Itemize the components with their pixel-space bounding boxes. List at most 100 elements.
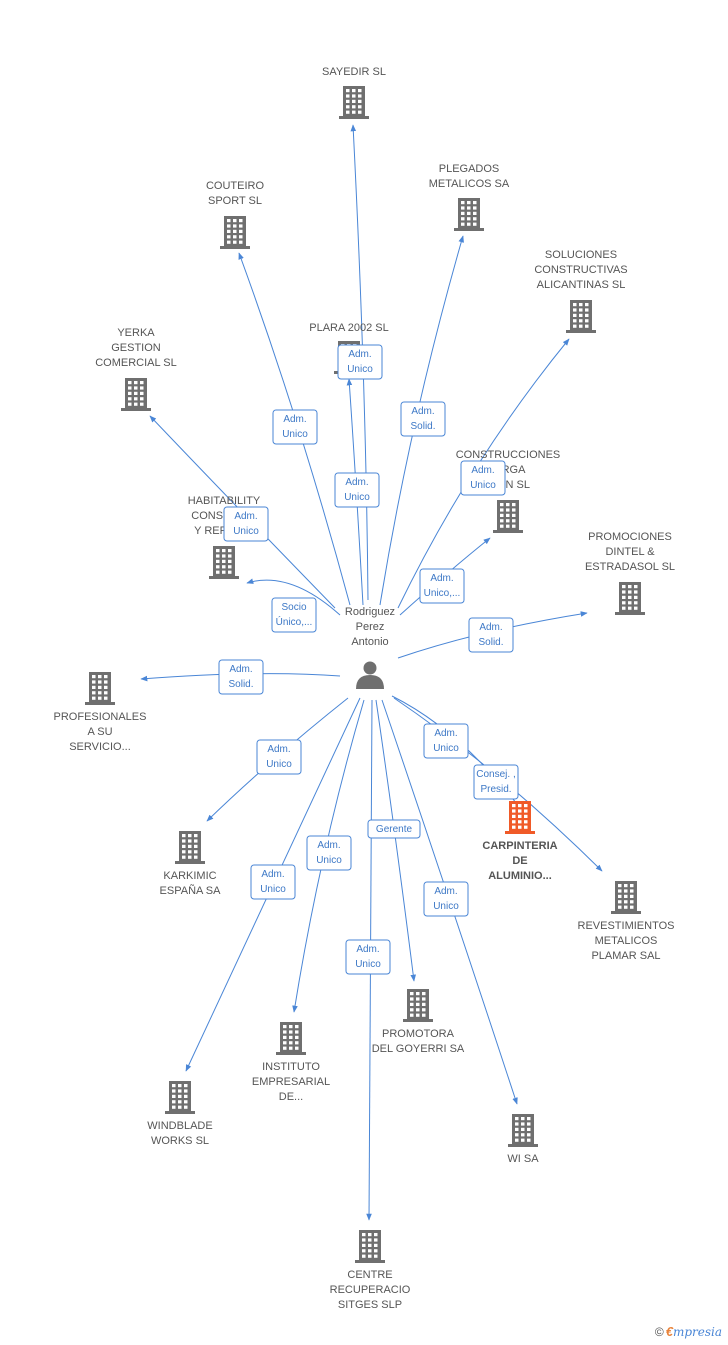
relation-badge-line: Gerente [376,824,413,835]
relation-badge-carpinteria[interactable]: Adm.Unico [423,723,469,759]
relation-badge-line: Adm. [411,406,434,417]
building-icon-karkimic[interactable] [175,831,205,864]
company-label-karkimic-line: KARKIMIC [163,870,216,882]
building-icon-soluciones[interactable] [566,300,596,333]
building-icon-construcciones[interactable] [493,500,523,533]
relation-badge-line: Socio [281,602,306,613]
company-label-centre-line: RECUPERACIO [330,1284,411,1296]
company-label-plegados-line: METALICOS SA [429,178,510,190]
relation-badge-line: Unico,... [424,588,461,599]
company-label-promociones-line: ESTRADASOL SL [585,561,675,573]
company-label-soluciones: SOLUCIONES CONSTRUCTIVAS ALICANTINAS SL [534,249,627,291]
relation-badge-line: Adm. [434,886,457,897]
relation-badge-text: Adm.Unico [266,744,292,770]
relation-badge-plara[interactable]: Adm.Unico [334,472,380,508]
relation-badge-text: Adm.Unico [433,886,459,912]
relation-badge-plegados[interactable]: Adm.Solid. [400,401,446,437]
brand-name: mpresia [672,1325,722,1339]
relation-badge-text: Adm.Solid. [410,406,435,432]
edge-yerka [149,415,336,609]
center-person-label-line: Rodriguez [345,606,395,618]
relation-badge-text: Adm.Unico [282,414,308,440]
building-icon-plegados[interactable] [454,198,484,231]
company-label-soluciones-line: CONSTRUCTIVAS [534,264,627,276]
relation-badge-text: Adm.Unico [470,465,496,491]
relation-badge-line: Unico [233,526,259,537]
building-icon-habitability[interactable] [209,546,239,579]
edge-habitability [246,578,341,616]
relation-badge-soluciones[interactable]: Adm.Unico [460,460,506,496]
relation-badge-karkimic[interactable]: Adm.Unico [256,739,302,775]
company-label-revestimientos-line: PLAMAR SAL [591,950,660,962]
building-icon-profesionales[interactable] [85,672,115,705]
relation-badge-line: Adm. [234,511,257,522]
relation-badge-couteiro[interactable]: Adm.Unico [272,409,318,445]
building-icon-promociones[interactable] [615,582,645,615]
relation-badge-line: Unico [266,759,292,770]
relation-badge-line: Presid. [480,784,511,795]
building-icon-revestimientos[interactable] [611,881,641,914]
person-icon[interactable] [356,661,384,690]
relation-badge-line: Adm. [356,944,379,955]
building-icon-centre[interactable] [355,1230,385,1263]
company-label-promotora-line: DEL GOYERRI SA [372,1043,465,1055]
relation-badge-text: Consej. , Presid. [476,769,515,795]
company-label-wi: WI SA [507,1153,539,1165]
relation-badge-wi[interactable]: Adm.Unico [423,881,469,917]
company-label-promociones-line: DINTEL & [605,546,655,558]
company-label-sayedir-line: SAYEDIR SL [322,66,386,78]
relation-badge-line: Adm. [345,477,368,488]
relation-badge-centre[interactable]: Adm.Unico [345,939,391,975]
building-icon-couteiro[interactable] [220,216,250,249]
relation-badge-line: Único,... [276,615,313,628]
empresia-brand[interactable]: ©€mpresia [655,1324,722,1339]
relation-badge-profesionales[interactable]: Adm.Solid. [218,659,264,695]
company-label-instituto-line: EMPRESARIAL [252,1076,330,1088]
company-label-profesionales-line: PROFESIONALES [54,711,147,723]
relation-badge-line: Adm. [261,869,284,880]
company-label-centre-line: CENTRE [347,1269,392,1281]
company-label-soluciones-line: ALICANTINAS SL [537,279,626,291]
company-label-couteiro-line: SPORT SL [208,195,262,207]
building-icon-yerka[interactable] [121,378,151,411]
building-icon-instituto[interactable] [276,1022,306,1055]
relation-badge-sayedir[interactable]: Adm.Unico [337,344,383,380]
relation-badge-windblade[interactable]: Adm.Unico [250,864,296,900]
building-icon-sayedir[interactable] [339,86,369,119]
company-label-yerka-line: GESTION [111,342,161,354]
company-label-sayedir: SAYEDIR SL [322,66,386,78]
relation-badge-promotora[interactable]: Gerente [367,819,421,839]
relation-badge-promociones[interactable]: Adm.Solid. [468,617,514,653]
company-label-promotora-line: PROMOTORA [382,1028,455,1040]
building-icon-wi[interactable] [508,1114,538,1147]
relation-badge-construcciones[interactable]: Adm.Unico,... [419,568,465,604]
company-label-yerka-line: COMERCIAL SL [95,357,177,369]
relation-badge-instituto[interactable]: Adm.Unico [306,835,352,871]
building-icon-carpinteria[interactable] [505,801,535,834]
building-icon-promotora[interactable] [403,989,433,1022]
relation-badge-yerka[interactable]: Adm. Unico [223,506,269,542]
relation-badge-revestimientos[interactable]: Consej. , Presid. [473,764,519,800]
relation-badge-line: Unico [282,429,308,440]
relation-badge-text: Adm.Solid. [228,664,253,690]
relation-badge-text: Adm.Solid. [478,622,503,648]
relation-badge-text: Adm. Unico [233,511,259,537]
relation-badge-line: Consej. , [476,769,515,780]
company-label-soluciones-line: SOLUCIONES [545,249,617,261]
company-label-construcciones-line: CONSTRUCCIONES [456,449,561,461]
empresia-logo-icon: € [665,1324,673,1339]
company-label-plara-line: PLARA 2002 SL [309,322,389,334]
company-label-instituto-line: DE... [279,1091,303,1103]
company-label-habitability-line: HABITABILITY [188,495,261,507]
building-icon-windblade[interactable] [165,1081,195,1114]
relation-badge-line: Adm. [479,622,502,633]
relation-badge-line: Adm. [229,664,252,675]
